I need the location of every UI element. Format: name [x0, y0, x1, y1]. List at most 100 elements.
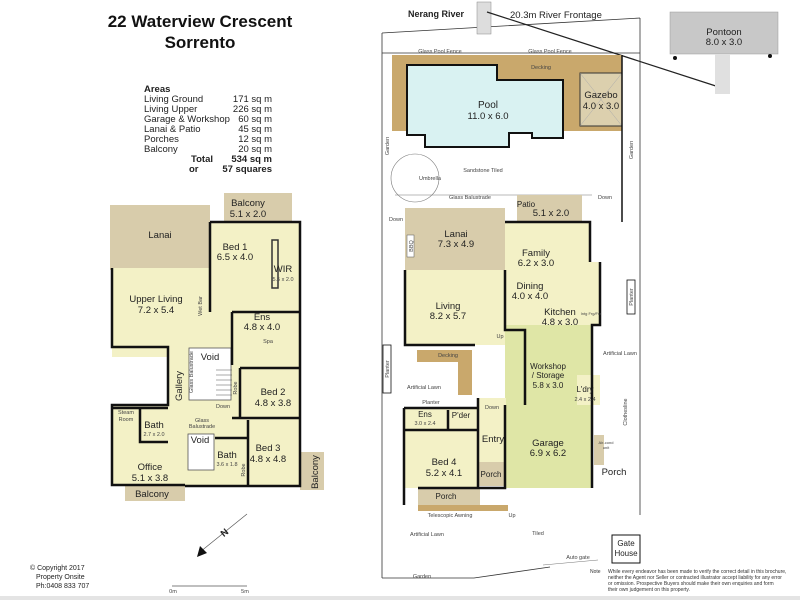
steam-room-line1: Steam	[118, 410, 134, 416]
tiled-label: Tiled	[532, 531, 544, 537]
glass-pool-fence-label: Glass Pool Fence	[528, 49, 571, 55]
bed3-label: Bed 3	[256, 443, 281, 454]
pontoon-pointer-line	[486, 11, 723, 89]
area-value: 60 sq m	[238, 114, 272, 125]
bath1-size: 2.7 x 2.0	[143, 432, 164, 438]
upper-down-label: Down	[216, 404, 230, 410]
office-label: Office	[138, 462, 163, 473]
balcony-bottom-label: Balcony	[135, 489, 169, 500]
patio-label: Patio	[517, 200, 536, 209]
dining-size: 4.0 x 4.0	[512, 291, 548, 302]
jetty	[715, 54, 730, 94]
planter-right-label: Planter	[629, 288, 635, 306]
decking-steps	[458, 350, 472, 395]
void-1-label: Void	[201, 352, 220, 363]
garden-front-label: Garden	[413, 574, 431, 580]
garage-label: Garage	[532, 438, 564, 449]
pontoon-pile	[768, 54, 772, 58]
void-2	[187, 433, 215, 471]
planter-left	[382, 344, 392, 394]
bed3-size: 4.8 x 4.8	[250, 454, 286, 465]
scale-end: 5m	[241, 589, 249, 595]
aircon-line2: unit	[603, 445, 610, 450]
telescopic-awning-label: Telescopic Awning	[428, 513, 473, 519]
patio-size: 5.1 x 2.0	[533, 208, 569, 219]
upper-living-size: 7.2 x 5.4	[138, 305, 174, 316]
garage-size: 6.9 x 6.2	[530, 448, 566, 459]
fridge-label: Intg Frg/Frz	[581, 311, 602, 316]
aircon-line1: Air-cond	[599, 440, 614, 445]
note-line: their own judgement on this property.	[608, 587, 690, 593]
note-line: neither the Agent nor Seller or contract…	[608, 575, 782, 581]
copyright-text: © Copyright 2017	[30, 564, 85, 572]
area-value: 20 sq m	[238, 144, 272, 155]
glass-balustrade-2-line2: Balustrade	[189, 424, 215, 430]
bed2-size: 4.8 x 3.8	[255, 398, 291, 409]
upper-stairs	[216, 369, 232, 396]
river-label: Nerang River	[408, 9, 465, 19]
porch-bed4-label: Porch	[436, 492, 457, 501]
ens-size: 3.0 x 2.4	[414, 421, 435, 427]
artificial-lawn-left: Artificial Lawn	[407, 385, 441, 391]
site-boundary	[381, 17, 641, 579]
garden-label-right: Garden	[629, 141, 635, 159]
wir-rail	[271, 239, 279, 289]
workshop-line2: / Storage	[532, 371, 565, 380]
pool-label: Pool	[478, 100, 498, 111]
bath2-label: Bath	[217, 450, 237, 461]
artificial-lawn-right: Artificial Lawn	[603, 351, 637, 357]
bbq-label: BBQ	[409, 239, 415, 251]
workshop-size: 5.8 x 3.0	[533, 381, 564, 390]
area-label: Living Upper	[144, 104, 197, 115]
upper-balcony-right	[300, 452, 324, 490]
north-arrow-line	[199, 513, 248, 553]
gazebo-size: 4.0 x 3.0	[583, 101, 619, 112]
clothesline-label: Clothesline	[623, 398, 629, 425]
areas-table: Areas Living Ground 171 sq m Living Uppe…	[144, 84, 272, 175]
porch-entry	[478, 462, 505, 486]
area-value: 45 sq m	[238, 124, 272, 135]
pool-size: 11.0 x 6.0	[467, 111, 508, 122]
pontoon	[669, 11, 779, 55]
entry	[478, 398, 506, 465]
upper-balcony-top	[224, 193, 292, 223]
upper-living-label: Upper Living	[129, 294, 182, 305]
area-label: Balcony	[144, 144, 178, 155]
area-label: Living Ground	[144, 94, 203, 105]
balcony-right-label: Balcony	[310, 455, 321, 489]
gate-house-line1: Gate	[617, 539, 635, 548]
spa-label: Spa	[263, 339, 274, 345]
patio	[517, 195, 582, 223]
north-arrow-icon	[197, 546, 207, 557]
or-label: or	[189, 164, 199, 175]
pool	[406, 64, 564, 148]
up-label: Up	[496, 334, 503, 340]
lanai-size: 7.3 x 4.9	[438, 239, 474, 250]
upper-office-wing	[112, 405, 172, 485]
kitchen-size: 4.8 x 3.0	[542, 317, 578, 328]
laundry-size: 2.4 x 2.4	[574, 397, 595, 403]
area-value: 171 sq m	[233, 94, 272, 105]
umbrella	[390, 153, 440, 203]
bbq	[406, 234, 415, 258]
upper-lanai	[110, 205, 210, 270]
void-2-label: Void	[191, 435, 210, 446]
gate-house-line2: House	[614, 549, 638, 558]
glass-pool-fence-label: Glass Pool Fence	[418, 49, 461, 55]
wet-bar-label: Wet Bar	[198, 296, 204, 316]
upper-lanai-label: Lanai	[148, 230, 171, 241]
areas-heading: Areas	[144, 84, 170, 95]
aircon-porch	[594, 435, 604, 465]
lanai-label: Lanai	[444, 229, 467, 240]
laundry-label: L'dry	[576, 385, 593, 394]
porch-bed4	[418, 487, 480, 505]
bed2-label: Bed 2	[261, 387, 286, 398]
upper-living-room	[112, 268, 210, 357]
wir-label: WIR	[274, 264, 293, 275]
ground-walls	[403, 220, 602, 490]
bed4-size: 5.2 x 4.1	[426, 468, 462, 479]
garden-label-left: Garden	[385, 137, 391, 155]
gate-house	[611, 534, 641, 564]
bed1-label: Bed 1	[223, 242, 248, 253]
steam-room-line2: Room	[119, 417, 134, 423]
